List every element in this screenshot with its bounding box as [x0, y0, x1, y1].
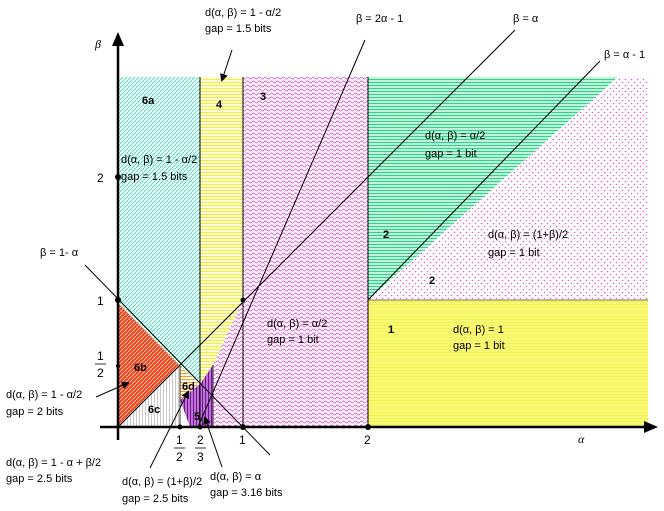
region-6b-id: 6b [134, 362, 147, 374]
dot-xhalf [177, 424, 183, 430]
x-tick-half-num: 1 [176, 433, 183, 447]
formula-4: d(α, β) = 1 - α/2 [205, 7, 281, 19]
dot-x1 [240, 424, 246, 430]
region-2b-id: 2 [429, 275, 435, 287]
formula-6a: d(α, β) = 1 - α/2 [121, 154, 197, 166]
gap-5: gap = 3.16 bits [210, 487, 283, 499]
label-beta-2a-minus-1: β = 2α - 1 [356, 13, 403, 25]
arrow-4 [220, 49, 233, 82]
region-1-id: 1 [388, 324, 394, 336]
dot-x2 [365, 424, 371, 430]
gap-1: gap = 1 bit [453, 340, 505, 352]
gap-6c: gap = 2.5 bits [6, 473, 73, 485]
line-beta-a-minus-1 [367, 60, 601, 301]
dot-yhalf [116, 364, 120, 368]
region-1-pattern [368, 300, 648, 427]
region-6a-id: 6a [142, 95, 155, 107]
region-6c-id: 6c [148, 404, 160, 416]
formula-6d: d(α, β) = (1+β)/2 [122, 476, 202, 488]
region-4-fill [200, 77, 243, 384]
dot-y1 [115, 297, 121, 303]
line-beta-2a-minus-1 [197, 39, 366, 428]
gap-6d: gap = 2.5 bits [122, 493, 189, 505]
dot-y2 [115, 174, 121, 180]
x-tick-half-den: 2 [176, 450, 183, 464]
x-axis-label: α [578, 432, 585, 446]
region-6d-id: 6d [182, 381, 195, 393]
region-2-lower-fill [368, 77, 648, 300]
label-beta-a-minus-1: β = α - 1 [604, 49, 645, 61]
y-axis-arrow [112, 32, 124, 46]
formula-6b: d(α, β) = 1 - α/2 [6, 389, 82, 401]
dot-intersect [240, 297, 246, 303]
gap-4: gap = 1.5 bits [205, 23, 272, 35]
arrow-6b [95, 381, 130, 398]
region-4-id: 4 [216, 99, 223, 111]
gap-6a: gap = 1.5 bits [121, 171, 188, 183]
region-6a-fill [118, 77, 200, 384]
x-tick-2: 2 [364, 433, 371, 447]
label-beta-1-minus-a: β = 1- α [40, 247, 79, 259]
y-tick-half-num: 1 [97, 349, 104, 363]
x-tick-23-num: 2 [197, 433, 204, 447]
y-tick-half-den: 2 [97, 366, 104, 380]
x-axis-arrow [644, 421, 658, 433]
region-3-id: 3 [260, 91, 266, 103]
gap-2-upper: gap = 1 bit [425, 148, 477, 160]
y-tick-1: 1 [97, 294, 104, 308]
label-beta-a: β = α [513, 13, 539, 25]
formula-5: d(α, β) = α [210, 471, 262, 483]
line-beta-a [117, 29, 516, 428]
gap-6b: gap = 2 bits [6, 406, 64, 418]
region-2-id: 2 [383, 229, 389, 241]
formula-2-lower: d(α, β) = (1+β)/2 [488, 229, 568, 241]
gap-3: gap = 1 bit [267, 334, 319, 346]
gap-2-lower: gap = 1 bit [488, 247, 540, 259]
arrow-6d [149, 390, 189, 469]
y-axis-label: β [94, 37, 101, 51]
formula-3: d(α, β) = α/2 [267, 318, 327, 330]
x-tick-1: 1 [239, 433, 246, 447]
region-6b-fill [118, 303, 180, 427]
formula-6c: d(α, β) = 1 - α + β/2 [6, 457, 101, 469]
y-tick-2: 2 [97, 171, 104, 185]
dot-x23 [197, 424, 203, 430]
arrow-5 [203, 416, 223, 468]
x-tick-23-den: 3 [197, 450, 204, 464]
formula-2-upper: d(α, β) = α/2 [425, 130, 485, 142]
region-3-fill [200, 77, 368, 427]
region-5-id: 5 [194, 411, 200, 423]
formula-1: d(α, β) = 1 [453, 324, 504, 336]
line-beta-1-minus-a [84, 264, 271, 456]
